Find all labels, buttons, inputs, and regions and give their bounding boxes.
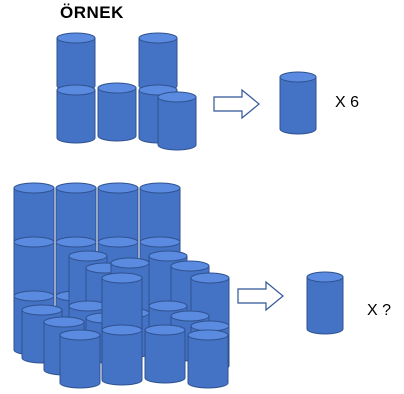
example-stack bbox=[56, 32, 317, 151]
right-block-arrow-icon bbox=[213, 88, 260, 120]
cylinder-icon bbox=[279, 71, 317, 135]
question-stack bbox=[13, 182, 344, 389]
question-multiplier-label: X ? bbox=[367, 302, 392, 319]
example-cylinder bbox=[56, 32, 96, 92]
example-cylinder bbox=[56, 84, 96, 144]
example-cylinder bbox=[138, 32, 178, 92]
question-cylinder bbox=[101, 324, 143, 386]
question-cylinder bbox=[144, 324, 186, 384]
page-title: ÖRNEK bbox=[60, 3, 124, 22]
cylinder-icon bbox=[306, 271, 344, 335]
example-multiplier-label: X 6 bbox=[335, 94, 360, 111]
right-block-arrow-icon bbox=[237, 280, 284, 312]
example-cylinder bbox=[157, 91, 197, 151]
example-cylinder bbox=[97, 82, 137, 142]
question-cylinder bbox=[187, 329, 229, 389]
question-cylinder bbox=[101, 272, 143, 336]
question-cylinder bbox=[59, 329, 101, 389]
